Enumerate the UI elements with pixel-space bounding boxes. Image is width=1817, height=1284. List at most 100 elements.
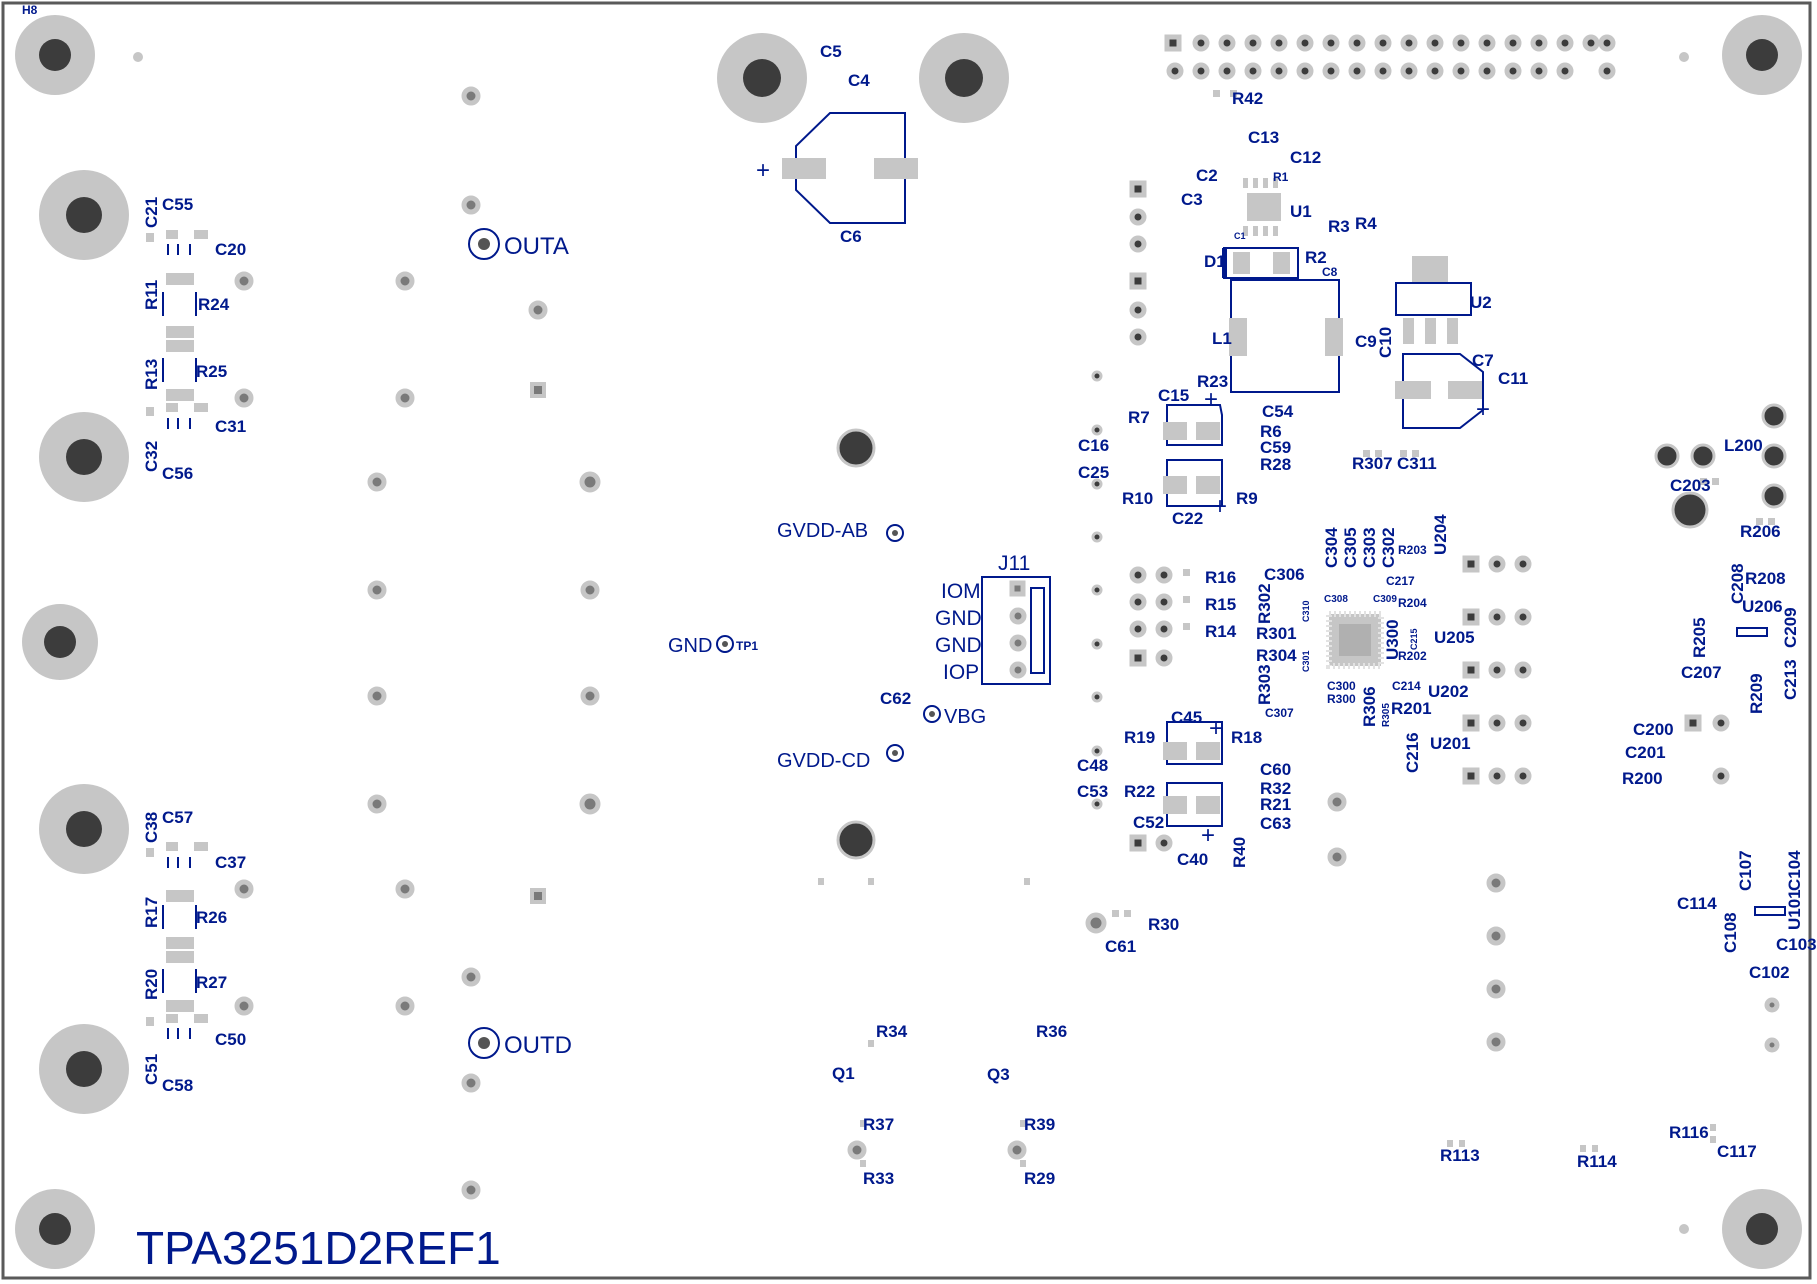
label-c302: C302: [1379, 527, 1398, 568]
label-tp1: TP1: [736, 639, 758, 653]
label-u202: U202: [1428, 682, 1469, 701]
label-r302: R302: [1255, 583, 1274, 624]
label-c50: C50: [215, 1030, 246, 1049]
label-c25: C25: [1078, 463, 1109, 482]
label-r15: R15: [1205, 595, 1236, 614]
label-l200: L200: [1724, 436, 1763, 455]
label-r17: R17: [142, 897, 161, 928]
label-c217: C217: [1386, 574, 1415, 588]
mounting-hole: [15, 15, 95, 95]
d1-footprint: [1222, 247, 1299, 279]
label-c54: C54: [1262, 402, 1294, 421]
tp-outa: [468, 228, 500, 260]
mounting-hole: [1722, 15, 1802, 95]
cap-blocks: [1163, 404, 1223, 827]
label-c11: C11: [1498, 369, 1528, 388]
mounting-hole: [39, 1024, 129, 1114]
label-c208: C208: [1728, 563, 1747, 604]
mounting-hole: [39, 170, 129, 260]
label-r301: R301: [1256, 624, 1297, 643]
label-c203: C203: [1670, 476, 1711, 495]
label-c59: C59: [1260, 438, 1291, 457]
label-c308: C308: [1324, 594, 1348, 605]
board-title: TPA3251D2REF1: [136, 1222, 501, 1274]
label-r26: R26: [196, 908, 227, 927]
label-r1: R1: [1273, 170, 1289, 184]
label-c1: C1: [1234, 231, 1246, 241]
tp-gvdd-ab: [886, 524, 904, 542]
label-r27: R27: [196, 973, 227, 992]
label-c213: C213: [1781, 659, 1800, 700]
u1-footprint: [1243, 178, 1281, 236]
label-c201: C201: [1625, 743, 1666, 762]
label-c114: C114: [1677, 894, 1717, 913]
label-c108: C108: [1721, 912, 1740, 953]
label-r20: R20: [142, 969, 161, 1000]
label-c311: C311: [1397, 454, 1437, 473]
label-iom: IOM: [941, 580, 981, 603]
label-c200: C200: [1633, 720, 1674, 739]
label-d1: D1: [1204, 252, 1226, 271]
label-u206: U206: [1742, 597, 1783, 616]
left-silk: [162, 244, 197, 1039]
label-r42: R42: [1232, 89, 1263, 108]
large-vias: [836, 403, 1787, 860]
label-r40: R40: [1230, 837, 1249, 868]
test-dots: [1091, 370, 1103, 810]
label-c62: C62: [880, 689, 911, 708]
label-r303: R303: [1255, 664, 1274, 705]
smd-pads: [818, 90, 1775, 1167]
mounting-hole: [1722, 1189, 1802, 1269]
label-r11: R11: [142, 280, 161, 310]
fiducial: [1679, 1224, 1689, 1234]
left-passives: [146, 230, 208, 1026]
label-c9: C9: [1355, 332, 1377, 351]
label-r116: R116: [1669, 1123, 1709, 1142]
tp-gnd: [716, 635, 734, 653]
label-r113: R113: [1440, 1146, 1480, 1165]
label-c104: C104: [1785, 850, 1804, 891]
label-r114: R114: [1577, 1152, 1617, 1171]
label-gnd2: GND: [935, 634, 982, 657]
label-r204: R204: [1398, 596, 1427, 610]
label-u300: U300: [1383, 619, 1402, 660]
label-r209: R209: [1747, 673, 1766, 714]
u206-footprint: [1736, 627, 1768, 637]
mounting-hole: [919, 33, 1009, 123]
j11-footprint: [981, 576, 1051, 685]
label-c45: C45: [1171, 708, 1202, 727]
label-iop: IOP: [943, 661, 979, 684]
label-r25: R25: [196, 362, 227, 381]
mounting-hole: [39, 784, 129, 874]
label-c301: C301: [1301, 650, 1311, 672]
label-h8: H8: [22, 3, 38, 17]
label-c12: C12: [1290, 148, 1321, 167]
label-c305: C305: [1341, 527, 1360, 568]
label-outa: OUTA: [504, 233, 569, 260]
label-u201: U201: [1430, 734, 1471, 753]
mounting-holes: [15, 15, 1802, 1269]
label-c13: C13: [1248, 128, 1279, 147]
label-r14: R14: [1205, 622, 1237, 641]
tp-outd: [468, 1027, 500, 1059]
tp-vbg: [923, 705, 941, 723]
label-r203: R203: [1398, 543, 1427, 557]
label-c209: C209: [1781, 607, 1800, 648]
label-r2: R2: [1305, 248, 1327, 267]
header-connector: [1164, 34, 1616, 80]
label-c45-plus: +: [1209, 715, 1223, 742]
label-r206: R206: [1740, 522, 1781, 541]
label-r200: R200: [1622, 769, 1663, 788]
label-c2: C2: [1196, 166, 1218, 185]
label-c10: C10: [1376, 327, 1395, 358]
l1-footprint: [1229, 279, 1343, 393]
label-c15-plus: +: [1204, 386, 1218, 413]
label-gnd-tp: GND: [668, 635, 712, 657]
label-r205: R205: [1690, 617, 1709, 658]
label-q3: Q3: [987, 1065, 1010, 1084]
label-c3: C3: [1181, 190, 1203, 209]
label-c37: C37: [215, 853, 246, 872]
label-c310: C310: [1301, 600, 1311, 622]
label-r29: R29: [1024, 1169, 1055, 1188]
fiducial: [1679, 52, 1689, 62]
